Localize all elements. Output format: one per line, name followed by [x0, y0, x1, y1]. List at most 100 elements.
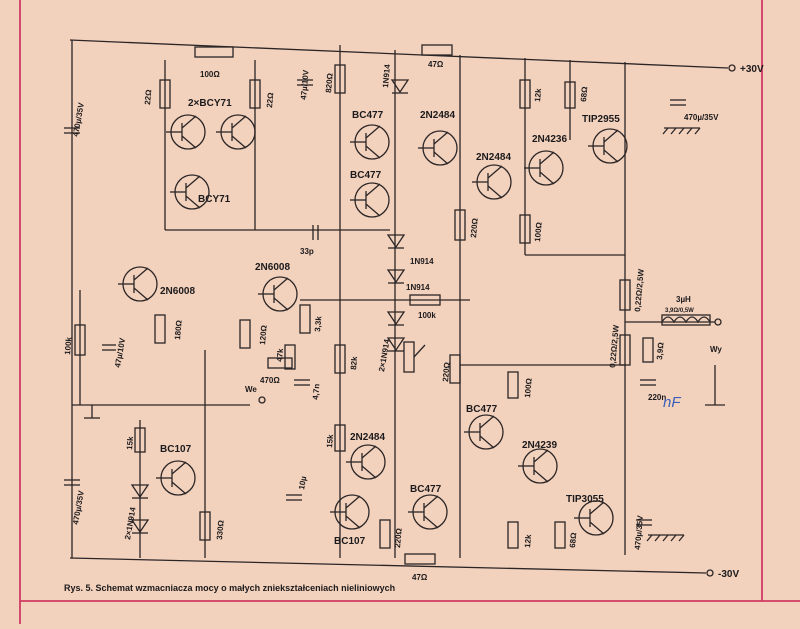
transistor-symbol-3 [170, 174, 210, 210]
resistor-r15: 47k [275, 344, 296, 370]
resistor-r25: 220Ω [379, 519, 404, 549]
ground-hatch-top [662, 127, 701, 135]
input-label: We [245, 385, 257, 394]
capacitor-c8: 470µ/35V [670, 99, 719, 122]
capacitor-c2-label: 47µ/10V [113, 337, 127, 369]
transistor-symbol-16 [464, 414, 504, 450]
positive-rail-label: +30V [740, 64, 764, 75]
transistor-symbol-14 [330, 494, 370, 530]
capacitor-c4-label: 33p [300, 247, 314, 256]
capacitor-c9: 10µ [286, 475, 308, 501]
transistor-symbol-12 [156, 460, 196, 496]
output-label: Wy [710, 345, 722, 354]
transistor-t18-label: TIP3055 [566, 494, 604, 505]
resistor-r21: 3,9Ω [642, 337, 666, 363]
resistor-r24-label: 15k [325, 434, 335, 449]
transistor-symbol-7 [350, 182, 390, 218]
positive-rail: +30V [69, 39, 764, 75]
resistor-r13-label: 100k [63, 336, 74, 355]
diode-d2: 1N914 [386, 234, 434, 266]
resistor-r21-label: 3,9Ω [655, 341, 666, 360]
resistor-r5: 47Ω [421, 44, 453, 69]
capacitor-c9-label: 10µ [297, 475, 308, 490]
capacitor-c2: 47µ/10V [102, 337, 127, 369]
resistor-r18-label: 220Ω [441, 361, 452, 382]
resistor-r29: 47Ω [404, 553, 436, 582]
transistor-t4-label: 2N6008 [160, 286, 195, 297]
transistor-symbol-4 [118, 266, 158, 302]
diode-d3-label: 1N914 [406, 283, 430, 292]
diode-d4-label: 2×1N914 [377, 338, 392, 372]
resistor-r23: 330Ω [199, 511, 226, 541]
resistor-r9: 100Ω [519, 214, 544, 244]
capacitor-c3: 470µ/35V [64, 479, 86, 525]
diode-d1: 1N914 [381, 63, 410, 94]
transistor-t17-label: 2N4239 [522, 440, 557, 451]
resistor-r29-label: 47Ω [412, 573, 428, 582]
transistor-t16-label: BC477 [466, 404, 498, 415]
resistor-r12: 3,3k [299, 304, 323, 334]
resistor-r23-label: 330Ω [215, 519, 226, 540]
resistor-r2: 22Ω [143, 79, 171, 109]
capacitor-c1: 470µ/35V [64, 101, 86, 137]
resistor-r20-label: 0,22Ω/2,5W [608, 324, 621, 368]
resistor-r4-label: 820Ω [324, 72, 335, 93]
transistor-symbol-1 [166, 114, 206, 150]
capacitor-c7: 220n [640, 379, 666, 402]
resistor-r10-label: 180Ω [173, 319, 184, 340]
inductor-sublabel: 3,9Ω/0,5W [665, 308, 694, 314]
resistor-r27-label: 12k [523, 534, 533, 549]
trimmer-pot [403, 341, 426, 373]
transistor-t14-label: BC107 [334, 536, 366, 547]
resistor-r12-label: 3,3k [313, 315, 323, 332]
resistor-r24: 15k [325, 424, 346, 452]
diode-d5: 2×1N914 [123, 484, 150, 540]
resistor-r7-label: 68Ω [579, 86, 589, 103]
transistor-symbol-13 [346, 444, 386, 480]
resistor-r1-label: 100Ω [200, 70, 220, 79]
transistor-layer [118, 114, 628, 536]
negative-rail: -30V [69, 557, 739, 580]
negative-rail-label: -30V [718, 569, 739, 580]
resistor-r9-label: 100Ω [533, 221, 544, 242]
resistor-r17-label: 82k [349, 356, 359, 371]
transistor-t13-label: 2N2484 [350, 432, 385, 443]
resistor-r5-label: 47Ω [428, 60, 444, 69]
input-terminal: We [245, 385, 266, 404]
resistor-r16: 470Ω [260, 357, 293, 385]
resistor-r20: 0,22Ω/2,5W [608, 324, 631, 368]
resistor-r14: 100k [409, 294, 441, 320]
transistor-symbol-6 [350, 124, 390, 160]
capacitor-c3-label: 470µ/35V [71, 489, 86, 525]
transistor-symbol-2 [216, 114, 256, 150]
transistor-t12-label: BC107 [160, 444, 192, 455]
inductor-label: 3µH [676, 295, 691, 304]
resistor-r16-label: 470Ω [260, 376, 280, 385]
transistor-t15-label: BC477 [410, 484, 442, 495]
transistor-symbol-17 [518, 448, 558, 484]
transistor-t7-label: BC477 [350, 170, 382, 181]
capacitor-c5: 47µ/10V [297, 69, 313, 100]
figure-caption: Rys. 5. Schemat wzmacniacza mocy o małyc… [64, 583, 395, 593]
resistor-r28-label: 68Ω [568, 532, 578, 549]
transistor-symbol-9 [472, 164, 512, 200]
diode-d3: 1N914 [386, 269, 430, 292]
ground-hatch-bottom [646, 534, 685, 542]
diode-d5-label: 2×1N914 [123, 506, 138, 540]
resistor-r15-label: 47k [275, 348, 285, 363]
diode-d1-label: 1N914 [381, 63, 392, 88]
resistor-r11: 120Ω [239, 319, 269, 349]
capacitor-c6-label: 4,7n [311, 383, 321, 400]
resistor-r6-label: 12k [533, 88, 543, 103]
resistor-r8: 220Ω [454, 209, 480, 241]
resistor-r26-label: 100Ω [523, 377, 534, 398]
transistor-symbol-10 [524, 150, 564, 186]
resistor-r2-label: 22Ω [143, 89, 153, 106]
transistor-symbol-11 [588, 128, 628, 164]
resistor-r11-label: 120Ω [258, 324, 269, 345]
resistor-r18: 220Ω [441, 354, 461, 384]
resistor-r1: 100Ω [194, 46, 234, 79]
capacitor-c6: 4,7n [294, 379, 321, 400]
resistor-r28: 68Ω [554, 521, 578, 549]
